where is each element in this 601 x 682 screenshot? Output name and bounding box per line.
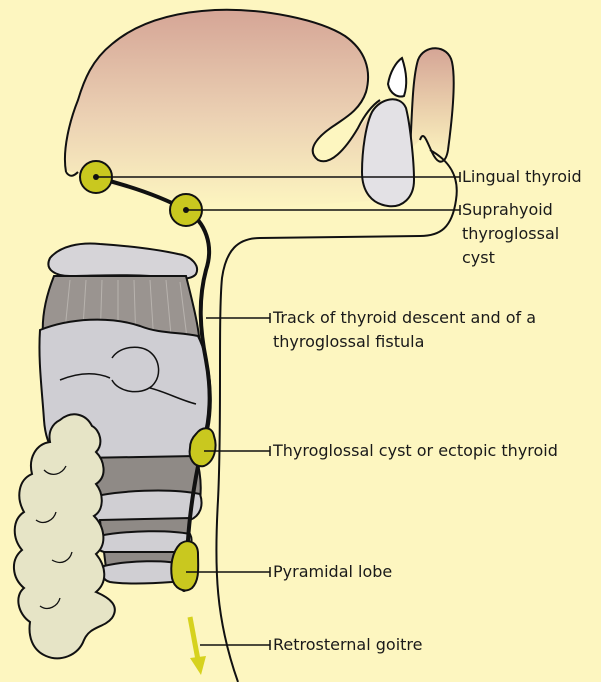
pyramidal-lobe-marker xyxy=(171,541,198,590)
label-suprahyoid-line1: Suprahyoid xyxy=(462,198,553,222)
tongue-shape xyxy=(65,10,392,210)
label-thyroglossal-cyst: Thyroglossal cyst or ectopic thyroid xyxy=(273,439,558,463)
label-suprahyoid-line2: thyroglossal xyxy=(462,222,559,246)
label-retrosternal-goitre: Retrosternal goitre xyxy=(273,633,423,657)
retrosternal-arrow xyxy=(190,617,206,675)
pharyngeal-wall xyxy=(216,150,456,682)
label-track-line2: thyroglossal fistula xyxy=(273,330,424,354)
hyoid-bone xyxy=(48,244,197,279)
label-suprahyoid-line3: cyst xyxy=(462,246,495,270)
uvula xyxy=(362,99,414,206)
label-lingual-thyroid: Lingual thyroid xyxy=(462,165,582,189)
tooth xyxy=(388,58,406,97)
soft-palate xyxy=(410,48,454,161)
label-pyramidal-lobe: Pyramidal lobe xyxy=(273,560,392,584)
lip-edge xyxy=(66,172,78,176)
label-track-line1: Track of thyroid descent and of a xyxy=(273,306,536,330)
